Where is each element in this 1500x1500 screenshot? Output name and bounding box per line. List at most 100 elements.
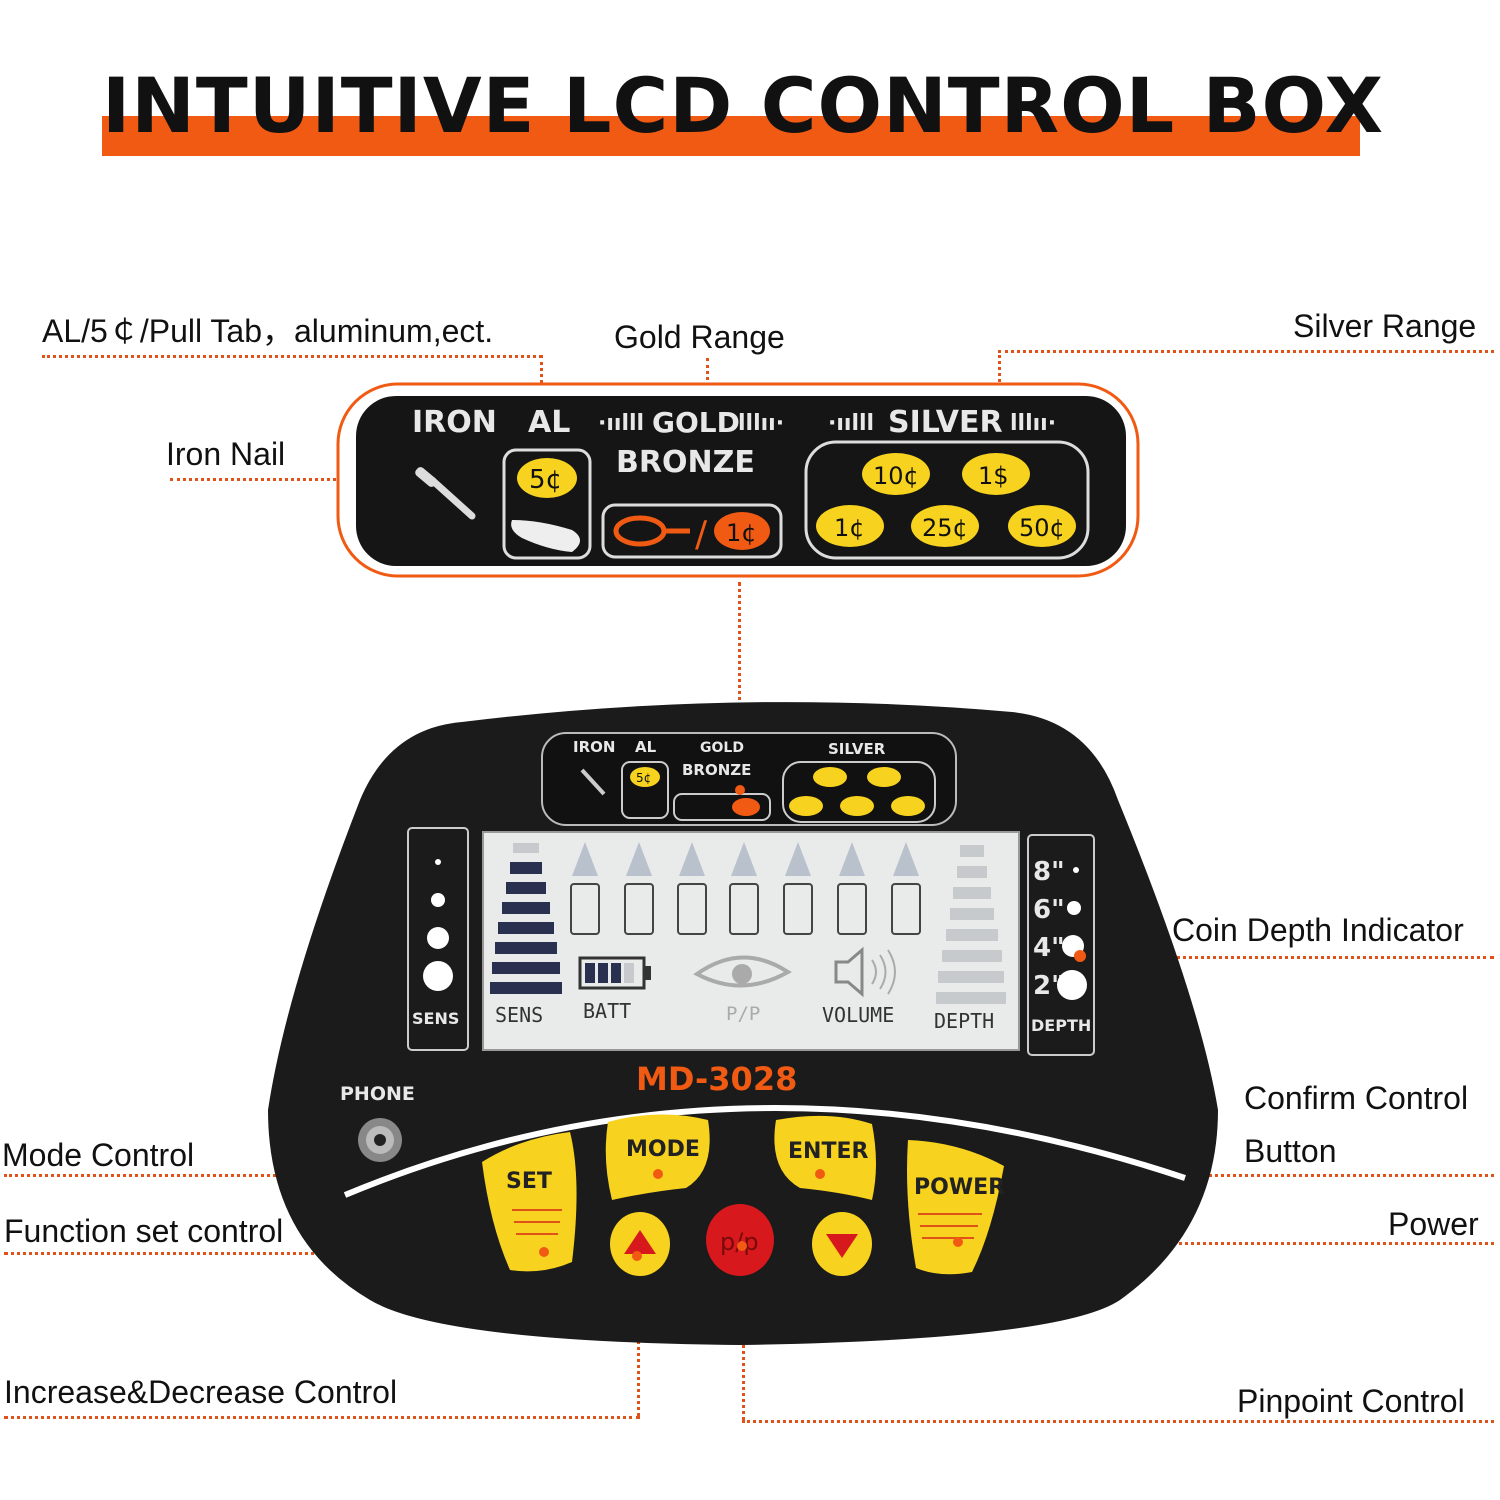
coin-50c-label: 50¢ (1019, 514, 1065, 542)
leader-sticker-v (738, 582, 741, 792)
incdec-pointer-dot (632, 1251, 642, 1261)
power-pointer-dot (953, 1237, 963, 1247)
device-coin-5c-label: 5¢ (636, 771, 651, 785)
sticker-pointer-dot (735, 785, 745, 795)
speaker-icon (834, 946, 896, 998)
coin-5c (517, 458, 577, 498)
depth-panel (1027, 834, 1095, 1056)
mode-pointer-dot (653, 1169, 663, 1179)
callout-increase-decrease: Increase&Decrease Control (4, 1374, 398, 1410)
pull-tab-icon (511, 520, 580, 552)
decrease-button[interactable] (812, 1212, 872, 1276)
callout-function-set: Function set control (4, 1213, 284, 1249)
depth-dot-2 (1057, 970, 1087, 1000)
callout-confirm-line1: Confirm Control (1244, 1080, 1469, 1116)
sticker-bronze-label: BRONZE (616, 445, 755, 480)
gold-bars-right: lllıı· (738, 411, 784, 436)
leader-set-h (4, 1252, 544, 1255)
sens-dot-2 (431, 893, 445, 907)
device-bronze-box (673, 793, 771, 821)
callout-power: Power (1388, 1206, 1479, 1242)
lcd-sens-bars (490, 843, 562, 994)
lcd-target-indicators (570, 842, 921, 935)
nail-icon (415, 467, 476, 520)
coin-1c (816, 505, 884, 547)
coin-bronze-1c (714, 512, 770, 550)
device-nail-icon (580, 768, 606, 796)
sticker-gold-label: GOLD (652, 406, 740, 439)
pinpoint-button[interactable]: p/p (706, 1204, 774, 1276)
depth-dot-6 (1067, 901, 1081, 915)
phone-label: PHONE (340, 1083, 415, 1105)
device-coin-25c (840, 796, 874, 816)
lcd-depth-label: DEPTH (934, 1009, 994, 1033)
increase-button[interactable] (610, 1212, 670, 1276)
headphone-jack-icon[interactable] (358, 1118, 402, 1162)
callout-iron-nail: Iron Nail (166, 436, 286, 472)
enter-button-label: ENTER (788, 1139, 868, 1164)
set-pointer-dot (539, 1247, 549, 1257)
device-coin-1c (789, 796, 823, 816)
sticker-al-label: AL (528, 405, 570, 440)
depth-mark-8: 8" (1033, 857, 1065, 887)
depth-mark-4: 4" (1033, 933, 1065, 963)
device-coin-50c (891, 796, 925, 816)
device-sticker-silver: SILVER (828, 740, 886, 758)
device-sticker-bronze: BRONZE (682, 761, 751, 779)
enter-button[interactable]: ENTER (774, 1115, 876, 1200)
callout-pinpoint: Pinpoint Control (1237, 1383, 1465, 1419)
device-silver-box (782, 761, 936, 823)
pinpoint-pointer-dot (737, 1241, 747, 1251)
leader-pinpoint-h (742, 1420, 1494, 1423)
device-coin-bronze (732, 798, 760, 816)
ring-icon (613, 515, 690, 547)
coin-1d-label: 1$ (978, 462, 1009, 490)
leader-silver-h (998, 350, 1494, 353)
leader-iron-h (170, 478, 420, 481)
gold-bars-left: ·ıılll (598, 411, 644, 436)
lcd-pp-label: P/P (726, 1003, 760, 1025)
sticker-iron-label: IRON (412, 405, 497, 440)
leader-power-h (958, 1242, 1494, 1245)
depth-pointer-dot (1074, 950, 1086, 962)
model-label: MD-3028 (636, 1060, 797, 1098)
leader-al-h (42, 355, 542, 358)
callout-coin-depth: Coin Depth Indicator (1172, 912, 1464, 948)
device-coin-5c (630, 767, 660, 787)
arrow-down-icon (826, 1234, 858, 1258)
power-button[interactable]: POWER (907, 1140, 1005, 1275)
page-title: INTUITIVE LCD CONTROL BOX (102, 61, 1385, 150)
lcd-depth-bars (936, 845, 1006, 1004)
device-arc (343, 1105, 1186, 1198)
silver-bars-left: ·ıılll (828, 411, 874, 436)
device-coin-1d (867, 767, 901, 787)
mode-button[interactable]: MODE (605, 1114, 710, 1200)
coin-50c (1008, 505, 1076, 547)
sens-dot-1 (435, 859, 441, 865)
callout-gold-range: Gold Range (614, 319, 785, 355)
device-sticker-gold: GOLD (700, 740, 744, 756)
set-button-label: SET (506, 1169, 552, 1194)
lcd-battery-icon (578, 956, 651, 990)
device-coin-10c (813, 767, 847, 787)
sens-panel-label: SENS (412, 1009, 459, 1028)
lcd-volume-label: VOLUME (822, 1003, 894, 1027)
depth-mark-6: 6" (1033, 895, 1065, 925)
device-sticker-al: AL (635, 738, 657, 756)
leader-incdec-h (4, 1416, 640, 1419)
depth-panel-label: DEPTH (1031, 1016, 1091, 1035)
lcd-batt-label: BATT (583, 999, 631, 1023)
coin-25c-label: 25¢ (922, 514, 968, 542)
coin-1c-label: 1¢ (834, 514, 865, 542)
callout-al-pull-tab: AL/5￠/Pull Tab，aluminum,ect. (42, 313, 494, 349)
coin-5c-label: 5¢ (529, 465, 562, 495)
title-underline-bar (102, 116, 1360, 156)
sticker-silver-label: SILVER (888, 405, 1003, 440)
sens-panel (407, 827, 469, 1051)
set-button[interactable]: SET (482, 1132, 577, 1272)
device-al-box (621, 761, 669, 819)
arrow-up-icon (624, 1230, 656, 1254)
lcd-sens-label: SENS (495, 1003, 543, 1027)
bronze-box (601, 503, 783, 559)
